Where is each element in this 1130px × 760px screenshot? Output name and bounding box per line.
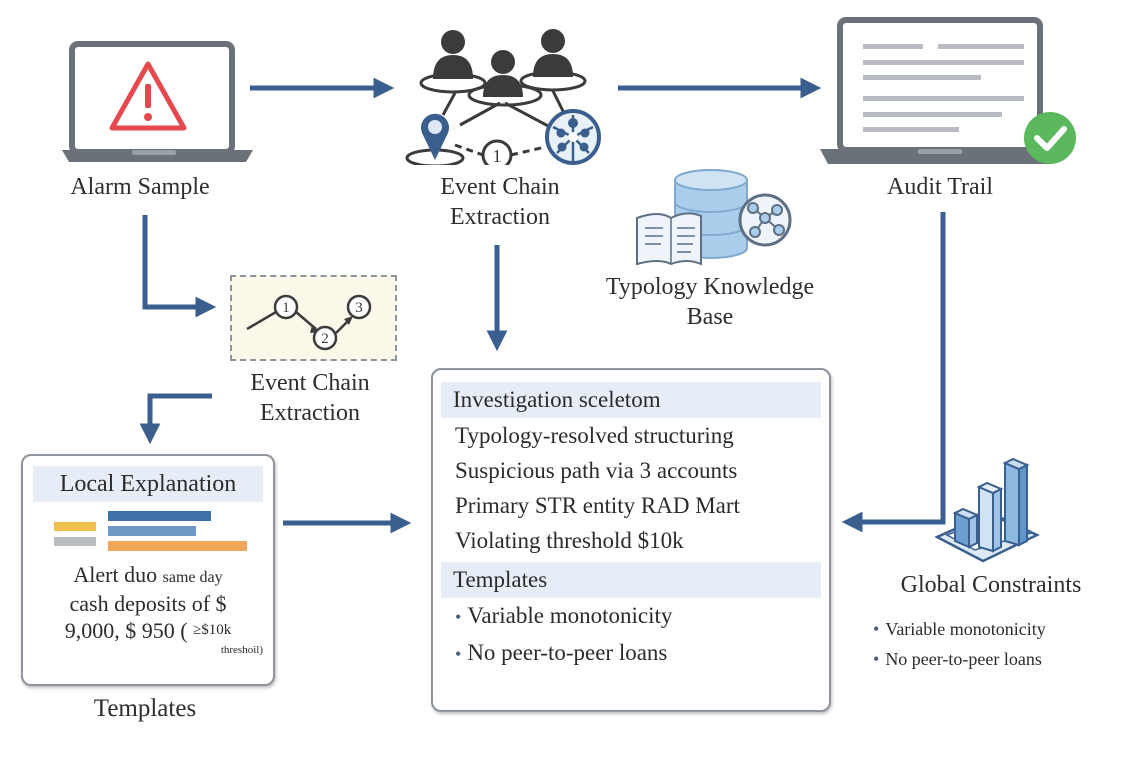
svg-text:1: 1 <box>493 146 502 165</box>
audit-trail-label: Audit Trail <box>886 174 994 200</box>
template-item: No peer-to-peer loans <box>441 635 821 672</box>
investigation-header: Investigation sceletom <box>441 382 821 418</box>
bar-orange <box>108 541 247 551</box>
alarm-sample-label: Alarm Sample <box>70 174 210 200</box>
laptop-document-check-icon <box>820 17 1076 164</box>
network-circle-icon <box>738 193 792 247</box>
event-chain-top-label: Event Chain Extraction <box>440 174 560 230</box>
arrow-small-chain-to-local-explanation <box>139 393 212 445</box>
event-chain-small-label: Event Chain Extraction <box>250 370 370 426</box>
investigation-item: Primary STR entity RAD Mart <box>455 493 740 518</box>
database-book-network-icon <box>636 169 792 266</box>
3d-bar-chart-icon <box>935 457 1040 563</box>
numbered-chain-icon: 1 2 3 <box>246 294 372 351</box>
event-chain-small-box: 1 2 3 <box>230 275 397 361</box>
chain-step-1: 1 <box>282 300 290 316</box>
typology-kb-label: Typology Knowledge Base <box>605 274 815 330</box>
arrow-alarm-to-small-chain <box>142 215 217 318</box>
template-item: Variable monotonicity <box>441 598 821 635</box>
chain-step-2: 2 <box>321 331 329 347</box>
investigation-item: Typology-resolved structuring <box>455 423 734 448</box>
templates-header: Templates <box>441 562 821 598</box>
local-explanation-header: Local Explanation <box>33 466 263 502</box>
step-number-badge: 1 <box>481 139 513 165</box>
warning-triangle-icon <box>109 61 187 131</box>
bar-dark-blue <box>108 511 211 521</box>
global-constraints-title: Global Constraints <box>900 572 1082 598</box>
global-constraint-item: No peer-to-peer loans <box>873 644 1046 674</box>
local-explanation-text: Alert duo same day cash deposits of $ 9,… <box>64 562 263 656</box>
global-constraints-list: Variable monotonicity No peer-to-peer lo… <box>873 614 1046 674</box>
open-book-icon <box>636 212 702 266</box>
global-constraint-item: Variable monotonicity <box>873 614 1045 644</box>
bar-light-blue <box>108 526 196 536</box>
location-pin-icon <box>421 113 449 160</box>
document-lines-icon <box>863 44 1024 132</box>
arrow-audit-to-investigation <box>841 212 946 533</box>
local-explanation-card: Local Explanation Alert duo same day cas… <box>21 454 275 686</box>
investigation-card: Investigation sceletom Typology-resolved… <box>431 368 831 712</box>
investigation-item: Suspicious path via 3 accounts <box>455 458 738 483</box>
network-hub-icon <box>545 109 601 165</box>
chain-step-3: 3 <box>355 300 363 316</box>
legend-bar-gray <box>54 537 96 546</box>
investigation-item: Violating threshold $10k <box>455 528 684 553</box>
legend-bar-yellow <box>54 522 96 531</box>
templates-caption: Templates <box>93 695 197 722</box>
check-badge-icon <box>1024 112 1076 164</box>
laptop-warning-icon <box>62 41 253 162</box>
bar-chart-icon <box>54 511 247 551</box>
people-network-icon: 1 <box>405 29 601 165</box>
